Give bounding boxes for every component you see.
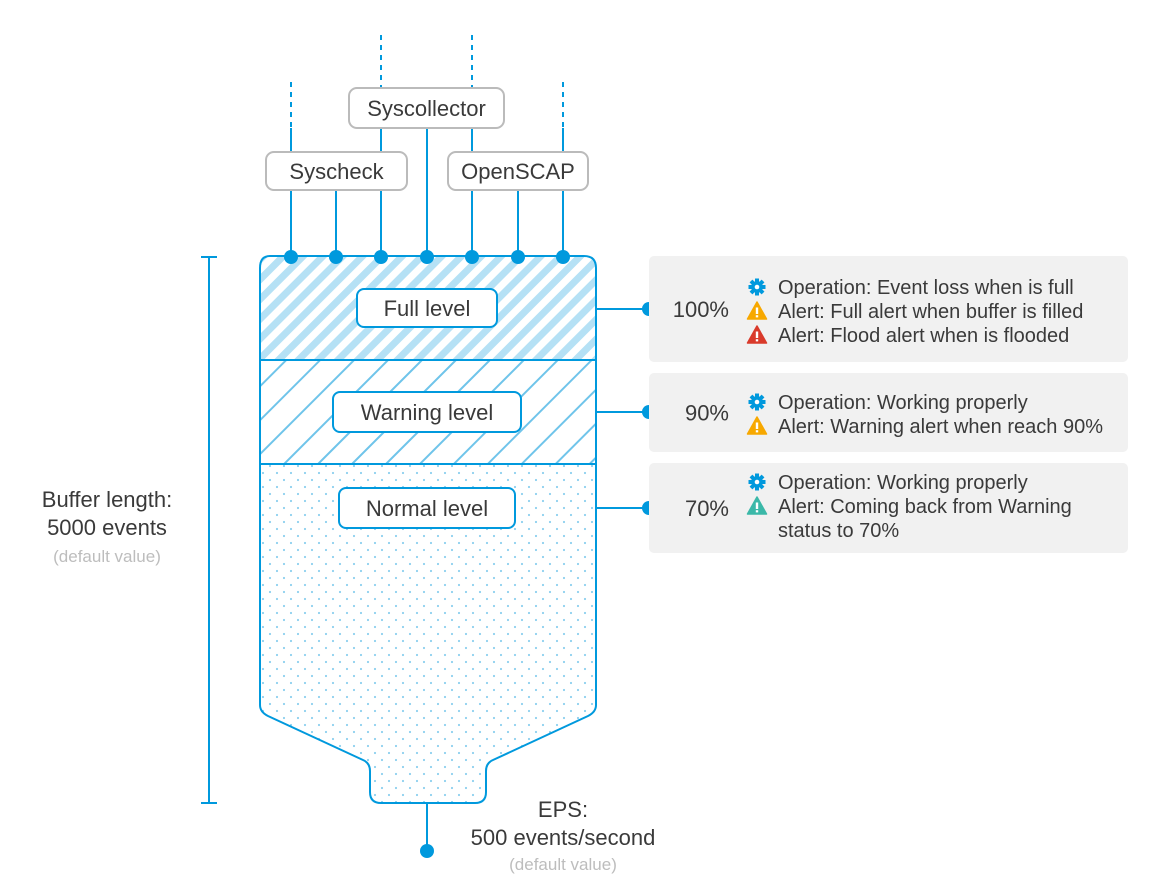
level-panel-item-text: status to 70% (778, 520, 899, 542)
level-panel-item-text: Alert: Warning alert when reach 90% (778, 416, 1103, 438)
level-panel-item: Operation: Event loss when is full (748, 277, 1074, 299)
level-panel-percent: 70% (685, 496, 729, 521)
level-panel-item-text: Alert: Full alert when buffer is filled (778, 301, 1083, 323)
level-panel-background (649, 256, 1128, 362)
inlet-dots (284, 250, 570, 264)
buffer-length-default-note: (default value) (53, 547, 161, 566)
level-panel-item-text: Alert: Coming back from Warning (778, 496, 1072, 518)
module-syscollector-label: Syscollector (367, 96, 486, 121)
inlet-dot (329, 250, 343, 264)
level-panel-item: Alert: Warning alert when reach 90% (746, 416, 1103, 438)
level-panel: 100%Operation: Event loss when is fullAl… (649, 256, 1128, 362)
buffer-length-bracket (201, 256, 217, 804)
warning-icon (746, 301, 768, 320)
danger-icon (746, 325, 768, 344)
level-panel-item: Operation: Working properly (748, 392, 1028, 414)
eps-default-note: (default value) (509, 855, 617, 874)
level-panel-item-text: Alert: Flood alert when is flooded (778, 325, 1069, 347)
level-panel-item: Alert: Full alert when buffer is filled (746, 301, 1083, 323)
level-panel-background (649, 463, 1128, 553)
level-panel-item-text: Operation: Event loss when is full (778, 277, 1074, 299)
full-level-badge: Full level (356, 288, 498, 328)
feed-lines (290, 35, 564, 257)
tank-outline (259, 255, 597, 804)
level-panel-background (649, 373, 1128, 452)
full-level-label: Full level (384, 296, 471, 321)
level-panel-item-text: Operation: Working properly (778, 392, 1028, 414)
level-panel-percent: 90% (685, 401, 729, 426)
inlet-dot (556, 250, 570, 264)
eps-value: 500 events/second (471, 825, 656, 850)
warning-icon (746, 416, 768, 435)
warning-level-label: Warning level (361, 400, 493, 425)
inlet-dot (465, 250, 479, 264)
level-panel-item: Operation: Working properly (748, 472, 1028, 494)
gear-icon (748, 393, 766, 411)
inlet-dot (284, 250, 298, 264)
warning-level-badge: Warning level (332, 391, 522, 433)
buffer-tank (259, 255, 597, 804)
level-connectors (596, 308, 649, 509)
module-syscheck: Syscheck (265, 151, 408, 191)
module-syscheck-label: Syscheck (289, 159, 384, 184)
module-openscap-label: OpenSCAP (461, 159, 575, 184)
buffer-length-title: Buffer length: (42, 487, 172, 512)
normal-level-badge: Normal level (338, 487, 516, 529)
level-panel-item: Alert: Flood alert when is flooded (746, 325, 1069, 347)
level-panel-item-text: Operation: Working properly (778, 472, 1028, 494)
gear-icon (748, 473, 766, 491)
module-openscap: OpenSCAP (447, 151, 589, 191)
buffer-length-value: 5000 events (47, 515, 167, 540)
gear-icon (748, 278, 766, 296)
inlet-dot (374, 250, 388, 264)
outlet-dot (420, 844, 434, 858)
recover-icon (746, 496, 768, 515)
eps-title: EPS: (538, 797, 588, 822)
level-info-panels: 100%Operation: Event loss when is fullAl… (649, 256, 1128, 553)
inlet-dot (511, 250, 525, 264)
normal-level-label: Normal level (366, 496, 488, 521)
level-panel-percent: 100% (673, 297, 729, 322)
module-syscollector: Syscollector (348, 87, 505, 129)
inlet-dot (420, 250, 434, 264)
